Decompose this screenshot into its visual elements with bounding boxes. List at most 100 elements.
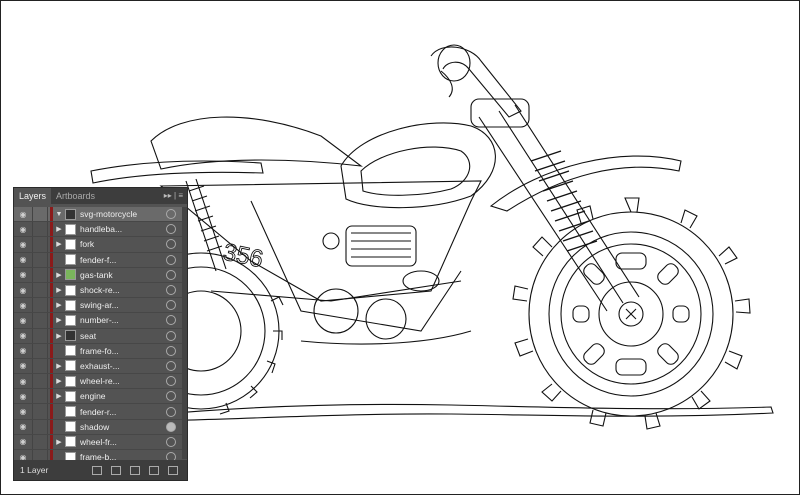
layer-name[interactable]: number-... (80, 315, 119, 326)
panel-menu-icon[interactable]: ▸▸ | ≡ (163, 191, 183, 200)
trash-icon[interactable] (168, 465, 178, 475)
target-icon[interactable] (166, 376, 176, 387)
expand-triangle-icon[interactable]: ▶ (56, 287, 62, 295)
layer-name[interactable]: fork (80, 239, 95, 250)
eye-icon[interactable]: ◉ (19, 407, 27, 417)
lock-toggle[interactable] (32, 450, 48, 465)
expand-triangle-icon[interactable]: ▶ (56, 362, 62, 370)
target-icon[interactable] (166, 285, 176, 296)
layer-row[interactable]: ◉ frame-fo... (14, 343, 184, 359)
lock-toggle[interactable] (32, 267, 48, 282)
target-icon[interactable] (166, 269, 176, 280)
lock-toggle[interactable] (32, 237, 48, 252)
layer-row[interactable]: ◉ ▶ fork (14, 237, 184, 253)
expand-triangle-icon[interactable]: ▶ (56, 393, 62, 401)
expand-triangle-icon[interactable]: ▶ (56, 226, 62, 234)
layer-row[interactable]: ◉ ▶ swing-ar... (14, 298, 184, 314)
eye-icon[interactable]: ◉ (19, 331, 27, 341)
lock-toggle[interactable] (32, 252, 48, 267)
eye-icon[interactable]: ◉ (19, 376, 27, 386)
eye-icon[interactable]: ◉ (19, 209, 27, 219)
make-clipping-mask-icon[interactable] (111, 465, 121, 475)
lock-toggle[interactable] (32, 282, 48, 298)
layer-row[interactable]: ◉ ▶ seat (14, 328, 184, 344)
panel-scrollbar[interactable] (182, 207, 187, 459)
expand-triangle-icon[interactable]: ▶ (56, 271, 62, 279)
tab-artboards[interactable]: Artboards (56, 191, 96, 201)
layer-name[interactable]: shock-re... (80, 285, 120, 296)
target-icon[interactable] (166, 391, 176, 402)
expand-triangle-icon[interactable]: ▶ (56, 378, 62, 386)
lock-toggle[interactable] (32, 419, 48, 434)
lock-toggle[interactable] (32, 298, 48, 313)
target-icon[interactable] (166, 360, 176, 371)
eye-icon[interactable]: ◉ (19, 391, 27, 401)
layer-name[interactable]: gas-tank (80, 269, 113, 280)
layer-row[interactable]: ◉ ▶ number-... (14, 313, 184, 329)
lock-toggle[interactable] (32, 374, 48, 389)
lock-toggle[interactable] (32, 358, 48, 374)
target-icon[interactable] (166, 436, 176, 447)
target-icon[interactable] (166, 224, 176, 235)
target-icon[interactable] (166, 300, 176, 311)
expand-triangle-icon[interactable]: ▶ (56, 317, 62, 325)
expand-triangle-icon[interactable]: ▶ (56, 332, 62, 340)
new-layer-icon[interactable] (149, 465, 159, 475)
lock-toggle[interactable] (32, 343, 48, 358)
eye-icon[interactable]: ◉ (19, 422, 27, 432)
layer-name[interactable]: fender-r... (80, 406, 117, 417)
lock-toggle[interactable] (32, 328, 48, 343)
expand-triangle-icon[interactable]: ▶ (56, 241, 62, 249)
expand-triangle-icon[interactable]: ▶ (56, 438, 62, 446)
eye-icon[interactable]: ◉ (19, 239, 27, 249)
layer-name[interactable]: frame-fo... (80, 345, 119, 356)
layer-name[interactable]: exhaust-... (80, 360, 120, 371)
lock-toggle[interactable] (32, 313, 48, 328)
target-icon[interactable] (166, 315, 176, 326)
new-sublayer-icon[interactable] (130, 465, 140, 475)
lock-toggle[interactable] (32, 404, 48, 419)
target-icon[interactable] (166, 254, 176, 265)
lock-toggle[interactable] (32, 389, 48, 404)
target-icon[interactable] (166, 345, 176, 356)
eye-icon[interactable]: ◉ (19, 437, 27, 447)
layer-name[interactable]: swing-ar... (80, 300, 119, 311)
eye-icon[interactable]: ◉ (19, 346, 27, 356)
layer-name[interactable]: fender-f... (80, 254, 117, 265)
layer-row[interactable]: ◉ fender-r... (14, 404, 184, 420)
eye-icon[interactable]: ◉ (19, 285, 27, 295)
target-icon[interactable] (166, 239, 176, 250)
layer-name[interactable]: wheel-re... (80, 376, 120, 387)
layer-row[interactable]: ◉ shadow (14, 419, 184, 435)
layer-name[interactable]: engine (80, 391, 106, 402)
layer-name[interactable]: wheel-fr... (80, 436, 117, 447)
target-icon[interactable] (166, 406, 176, 417)
lock-toggle[interactable] (32, 434, 48, 449)
eye-icon[interactable]: ◉ (19, 270, 27, 280)
layer-row[interactable]: ◉ ▶ exhaust-... (14, 358, 184, 375)
target-icon[interactable] (166, 209, 176, 220)
layer-row[interactable]: ◉ ▶ shock-re... (14, 282, 184, 299)
layer-name[interactable]: handleba... (80, 224, 123, 235)
layer-row[interactable]: ◉ ▶ engine (14, 389, 184, 405)
layer-row[interactable]: ◉▶handleba... (14, 222, 184, 238)
lock-toggle[interactable] (32, 207, 48, 222)
tab-layers[interactable]: Layers (14, 188, 52, 204)
layer-name[interactable]: frame-b... (80, 452, 117, 463)
layer-row[interactable]: ◉ ▶ wheel-fr... (14, 434, 184, 450)
layer-row[interactable]: ◉ fender-f... (14, 252, 184, 268)
eye-icon[interactable]: ◉ (19, 361, 27, 371)
eye-icon[interactable]: ◉ (19, 300, 27, 310)
layer-row[interactable]: ◉ ▶ wheel-re... (14, 374, 184, 390)
layer-name[interactable]: svg-motorcycle (80, 209, 138, 220)
expand-triangle-icon[interactable]: ▶ (56, 302, 62, 310)
eye-icon[interactable]: ◉ (19, 315, 27, 325)
lock-toggle[interactable] (32, 222, 48, 237)
layer-name[interactable]: shadow (80, 421, 110, 432)
layer-row-top[interactable]: ◉ ▼ svg-motorcycle (14, 207, 184, 223)
target-icon[interactable] (166, 330, 176, 341)
layer-name[interactable]: seat (80, 330, 97, 341)
eye-icon[interactable]: ◉ (19, 255, 27, 265)
collapse-triangle-icon[interactable]: ▼ (55, 210, 63, 218)
